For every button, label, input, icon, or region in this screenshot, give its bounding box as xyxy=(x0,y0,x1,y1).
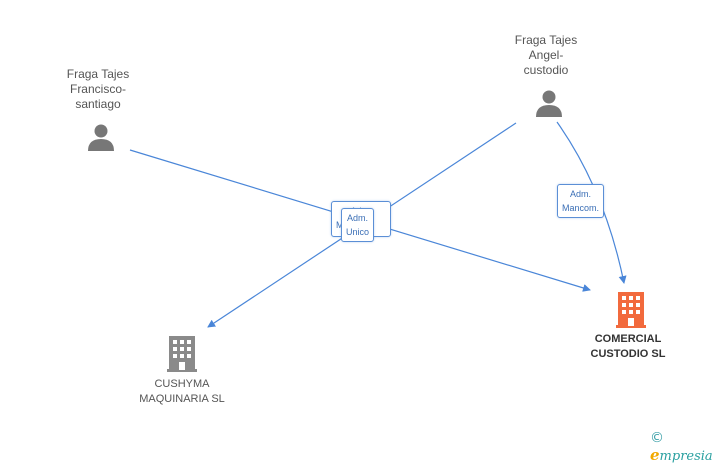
edge-label-adm-unico[interactable]: Adm. Unico xyxy=(341,208,375,242)
empresia-logo-text: mpresia xyxy=(659,449,713,464)
edge-label-line: Adm. xyxy=(570,189,592,199)
person-label-francisco[interactable]: Fraga Tajes Francisco- santiago xyxy=(38,67,158,112)
company-label-cushyma[interactable]: CUSHYMA MAQUINARIA SL xyxy=(122,377,242,407)
company-label-line: CUSTODIO SL xyxy=(590,348,666,360)
edge-label-line: M xyxy=(336,220,344,230)
edge-label-adm-mancom[interactable]: Adm. Mancom. xyxy=(557,184,605,218)
edge-label-line: Adm. xyxy=(347,213,369,223)
building-icon[interactable] xyxy=(167,336,197,372)
copyright-symbol: © xyxy=(650,430,664,446)
edge-label-line: Mancom. xyxy=(562,203,600,213)
person-label-line: custodio xyxy=(523,63,569,77)
edge-label-line: Unico xyxy=(346,227,370,237)
building-icon[interactable] xyxy=(616,292,646,328)
person-label-line: Fraga Tajes xyxy=(514,33,578,47)
person-label-line: santiago xyxy=(75,97,121,111)
company-label-comercial[interactable]: COMERCIAL CUSTODIO SL xyxy=(568,332,688,362)
person-label-line: Francisco- xyxy=(69,82,126,96)
person-label-line: Angel- xyxy=(528,48,564,62)
person-label-line: Fraga Tajes xyxy=(66,67,130,81)
company-label-line: COMERCIAL xyxy=(594,333,662,345)
person-icon[interactable] xyxy=(86,122,116,152)
person-label-angel[interactable]: Fraga Tajes Angel- custodio xyxy=(486,33,606,78)
empresia-watermark: © empresia xyxy=(650,430,728,464)
company-label-line: CUSHYMA xyxy=(154,378,210,390)
empresia-logo-initial: e xyxy=(650,446,660,464)
company-label-line: MAQUINARIA SL xyxy=(139,393,225,405)
person-icon[interactable] xyxy=(534,88,564,118)
